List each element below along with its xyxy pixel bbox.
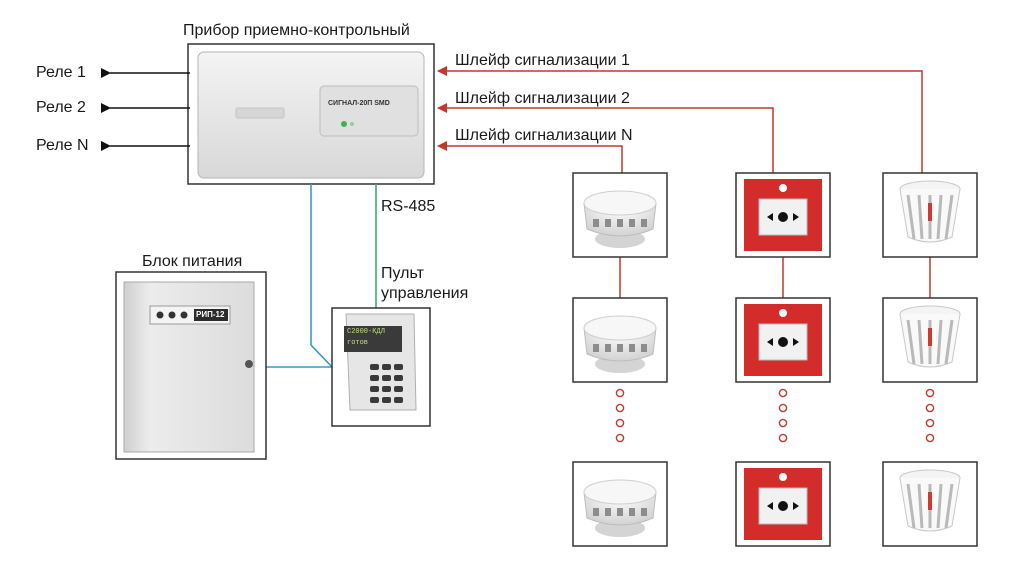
control-panel [187,43,435,185]
loop-n-line [437,141,623,173]
continuation-dot [925,418,935,428]
keypad-lcd-line1: С2000-КДЛ [347,328,385,336]
manual-call-point-icon [735,461,831,547]
loop-n-label: Шлейф сигнализации N [455,127,633,144]
relay-n-label: Реле N [36,137,89,154]
relay-1-label: Реле 1 [36,64,86,81]
keypad-title-line1: Пульт [381,265,424,282]
keypad-key [394,364,403,370]
continuation-dot [925,388,935,398]
loop-1-label: Шлейф сигнализации 1 [455,52,630,69]
keypad-key [382,364,391,370]
keypad-key [394,386,403,392]
continuation-dot [615,433,625,443]
keypad-key [370,364,379,370]
power-supply [115,271,267,460]
keypad-key [394,375,403,381]
keypad-lcd-line2: готов [347,339,369,347]
power-supply-title: Блок питания [142,253,243,270]
continuation-dot [925,433,935,443]
manual-call-point-icon [735,297,831,383]
smoke-detector-icon [572,461,668,547]
relay-lines [101,68,190,151]
keypad-title-line2: управления [381,285,469,302]
continuation-dot [778,403,788,413]
keypad-key [370,375,379,381]
continuation-dot [778,433,788,443]
rs485-label: RS-485 [381,198,436,215]
power-supply-badge: РИП-12 [196,310,225,319]
power-lines [266,184,377,368]
continuation-dot [615,418,625,428]
smoke-detector-icon [572,297,668,383]
continuation-dot [925,403,935,413]
keypad-key [382,375,391,381]
keypad-key [394,397,403,403]
smoke-detector-icon [572,172,668,258]
power-line [266,184,334,368]
panel-brand: СИГНАЛ-20П SMD [328,100,390,107]
keypad-key [382,397,391,403]
loop-2-label: Шлейф сигнализации 2 [455,90,630,107]
continuation-dot [778,388,788,398]
relay-2-label: Реле 2 [36,99,86,116]
continuation-dot [778,418,788,428]
loop-lines [437,66,923,173]
continuation-dot [615,403,625,413]
keypad [331,307,431,427]
loop-1-line [437,66,923,173]
keypad-key [370,386,379,392]
heat-detector-icon [882,461,978,547]
keypad-key [370,397,379,403]
manual-call-point-icon [735,172,831,258]
status-led [341,121,347,127]
heat-detector-icon [882,297,978,383]
panel-title: Прибор приемно-контрольный [183,22,410,39]
detector-grid [572,172,978,547]
heat-detector-icon [882,172,978,258]
loop-2-line [437,103,774,173]
continuation-dot [615,388,625,398]
keypad-key [382,386,391,392]
